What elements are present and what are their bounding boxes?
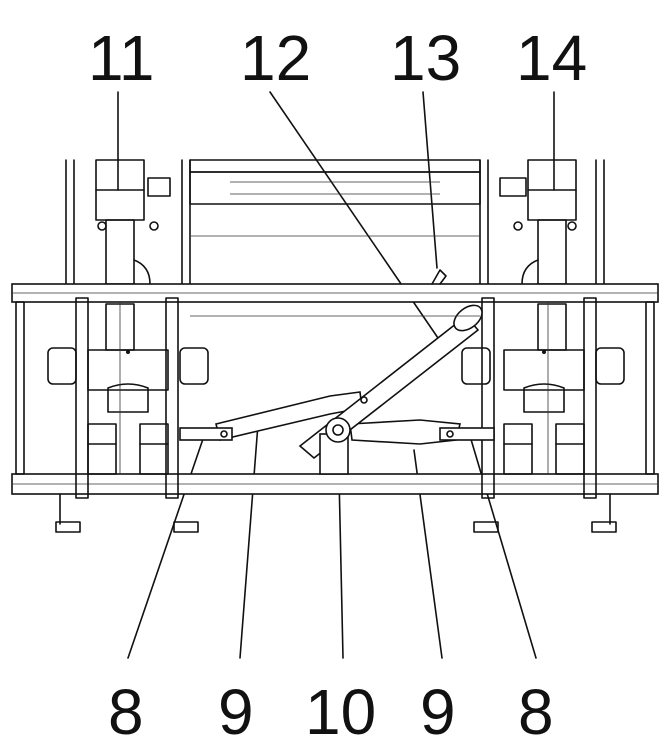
ref-label-9-left: 9 bbox=[218, 676, 254, 740]
ref-label-8-right: 8 bbox=[518, 676, 554, 740]
pivot-10 bbox=[319, 417, 351, 475]
lever-9-left bbox=[179, 391, 363, 441]
centre-lines bbox=[119, 302, 549, 474]
ref-label-10: 10 bbox=[305, 676, 376, 740]
ref-label-8-left: 8 bbox=[108, 676, 144, 740]
right-carriage bbox=[461, 347, 625, 533]
pin-13 bbox=[431, 269, 447, 285]
leader-lines bbox=[117, 91, 555, 659]
left-carriage bbox=[47, 347, 209, 533]
ref-label-13: 13 bbox=[390, 22, 461, 94]
vertical-posts bbox=[15, 297, 655, 499]
ref-label-9-right: 9 bbox=[420, 676, 456, 740]
ref-label-11: 11 bbox=[88, 22, 154, 94]
ref-label-12: 12 bbox=[240, 22, 311, 94]
upper-frame bbox=[181, 159, 489, 285]
lever-9-right bbox=[349, 419, 495, 445]
ref-label-14: 14 bbox=[516, 22, 587, 94]
right-cylinder bbox=[499, 159, 605, 351]
